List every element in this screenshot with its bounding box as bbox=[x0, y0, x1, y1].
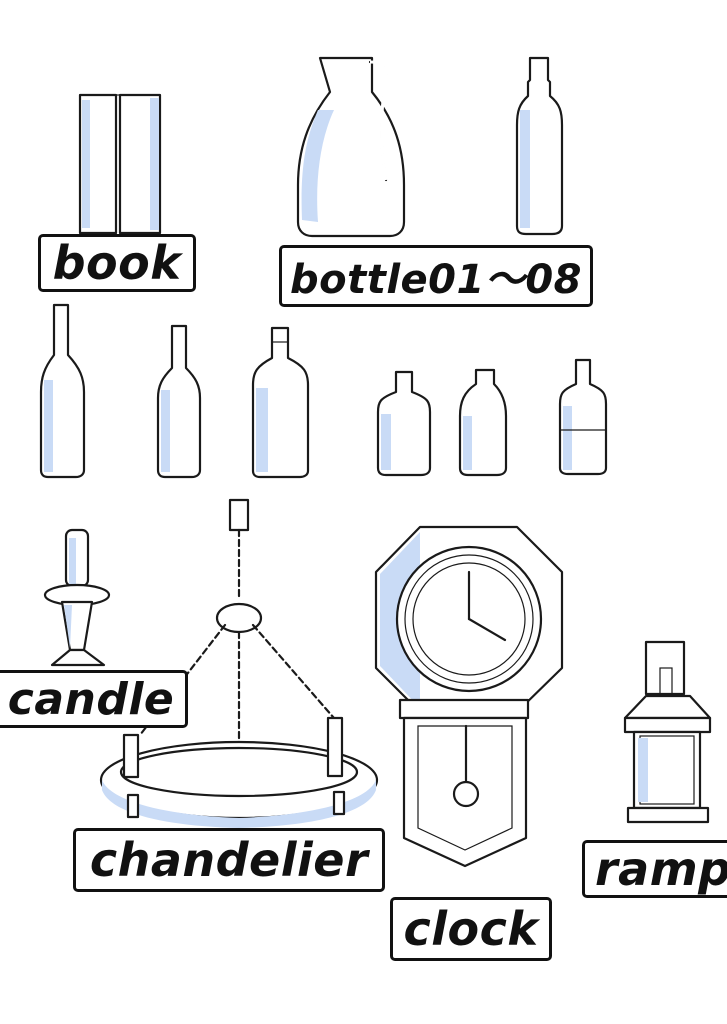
label-chandelier: chandelier bbox=[73, 828, 385, 892]
candle-illustration bbox=[43, 528, 111, 667]
bottle-01-illustration bbox=[515, 56, 564, 236]
label-bottle: bottle01～08 bbox=[279, 245, 593, 307]
chandelier-illustration bbox=[99, 498, 379, 828]
label-book: book bbox=[38, 234, 196, 292]
label-ramp: ramp bbox=[582, 840, 727, 898]
bottle-02-illustration bbox=[39, 303, 86, 479]
lantern-illustration bbox=[623, 640, 712, 824]
label-candle: candle bbox=[0, 670, 188, 728]
bottle-07-illustration bbox=[558, 358, 608, 476]
book-illustration bbox=[78, 93, 162, 235]
bottle-06-illustration bbox=[458, 368, 508, 477]
label-clock: clock bbox=[390, 897, 552, 961]
bottle-05-illustration bbox=[376, 370, 432, 477]
bottle-04-illustration bbox=[251, 326, 310, 479]
jug-illustration bbox=[296, 56, 406, 238]
clock-illustration bbox=[374, 525, 564, 868]
bottle-03-illustration bbox=[156, 324, 202, 479]
